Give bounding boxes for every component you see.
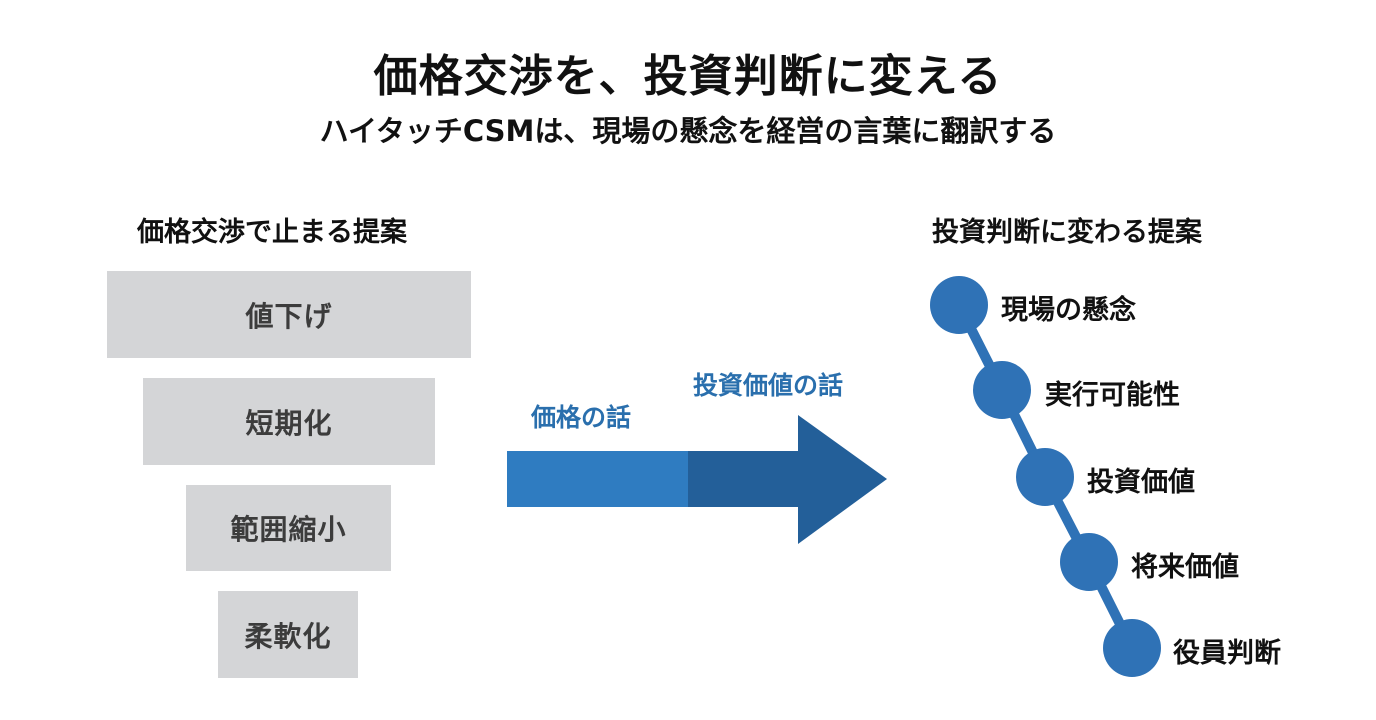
page-subtitle: ハイタッチCSMは、現場の懸念を経営の言葉に翻訳する — [319, 114, 1057, 148]
funnel-bar-label: 範囲縮小 — [230, 513, 347, 546]
step-label-executive-decision: 役員判断 — [1173, 638, 1281, 669]
step-label-concern: 現場の懸念 — [1001, 295, 1136, 326]
funnel-bar-label: 値下げ — [245, 299, 333, 333]
step-node-feasibility — [973, 361, 1031, 419]
arrow-shaft-start — [507, 451, 692, 507]
arrow-label-investment-talk: 投資価値の話 — [693, 371, 844, 400]
funnel-bar-shorten: 短期化 — [143, 378, 435, 465]
funnel-bar-label: 短期化 — [245, 406, 333, 440]
arrow-label-price-talk: 価格の話 — [531, 403, 632, 432]
step-label-feasibility: 実行可能性 — [1045, 380, 1180, 411]
step-node-investment-value — [1016, 448, 1074, 506]
arrow-head — [688, 415, 887, 544]
step-node-concern — [930, 276, 988, 334]
page-title: 価格交渉を、投資判断に変える — [373, 51, 1003, 102]
funnel-bar-discount: 値下げ — [107, 271, 471, 358]
step-label-investment-value: 投資価値 — [1087, 467, 1195, 498]
funnel-bar-flexibility: 柔軟化 — [218, 591, 358, 678]
step-label-future-value: 将来価値 — [1131, 552, 1239, 583]
right-column-heading: 投資判断に変わる提案 — [932, 217, 1202, 248]
funnel-bar-label: 柔軟化 — [244, 619, 332, 653]
step-node-executive-decision — [1103, 619, 1161, 677]
step-node-future-value — [1060, 533, 1118, 591]
funnel-bar-scope-reduction: 範囲縮小 — [186, 485, 391, 571]
left-column-heading: 価格交渉で止まる提案 — [137, 217, 407, 248]
